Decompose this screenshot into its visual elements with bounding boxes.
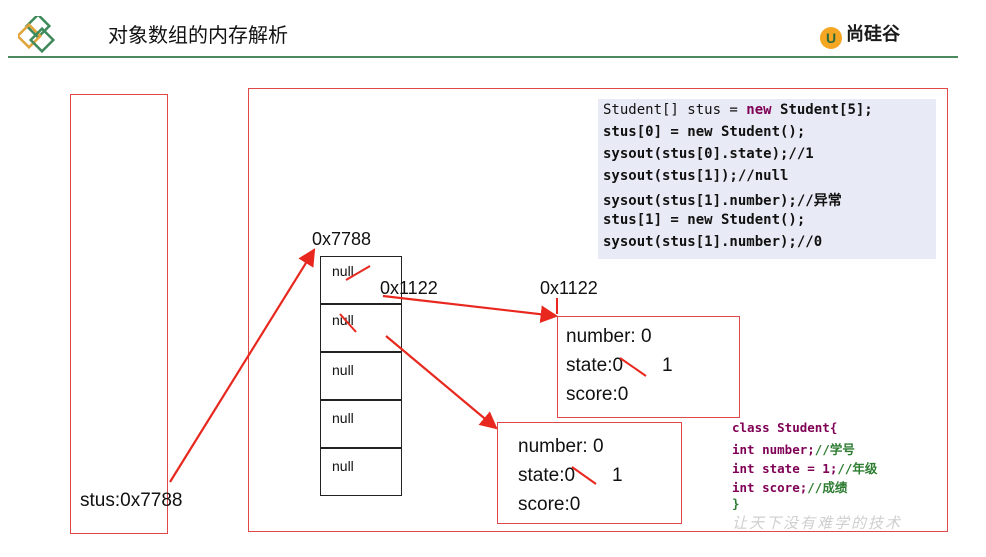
stack-variable-label: stus:0x7788: [80, 490, 183, 511]
header-divider: [8, 56, 958, 58]
brand-name: 尚硅谷: [846, 24, 900, 44]
array-address-label: 0x7788: [312, 229, 372, 249]
code-line-7: sysout(stus[1].number);//0: [603, 234, 823, 250]
code-line-5: sysout(stus[1].number);//异常: [603, 193, 842, 209]
cell1-strike-mark: [339, 313, 357, 333]
class-def-line-5: }: [732, 496, 740, 511]
object-a-state-new: 1: [662, 355, 673, 376]
cell0-to-object-a-arrow: [382, 294, 559, 323]
array-cell-2: [320, 352, 402, 400]
brand-mark-icon: U: [820, 27, 842, 49]
stack-to-array-arrow: [169, 248, 316, 483]
heap-region: [248, 88, 948, 532]
array-cell-value: null: [332, 263, 354, 279]
watermark-text: 让天下没有难学的技术: [732, 515, 903, 532]
cell0-strike-mark: [345, 265, 371, 281]
object-a-number: number: 0: [566, 326, 652, 347]
array-cell-value: null: [332, 458, 354, 474]
student-object-a: [557, 316, 740, 418]
page-title: 对象数组的内存解析: [108, 25, 288, 47]
cell1-to-object-b-arrow: [385, 335, 498, 430]
cell0-reference-label: 0x1122: [380, 278, 438, 298]
code-line-4: sysout(stus[1]);//null: [603, 168, 789, 184]
object-b-state-strike-mark: [571, 466, 597, 485]
code-line-1: Student[] stus = new Student[5];: [603, 102, 873, 118]
array-cell-3: [320, 400, 402, 448]
class-def-line-1: class Student{: [732, 420, 838, 435]
code-line-3: sysout(stus[0].state);//1: [603, 146, 814, 162]
class-def-line-2: int number;//学号: [732, 442, 855, 457]
object-a-state-strike-mark: [619, 357, 647, 377]
array-cell-1: [320, 304, 402, 352]
class-def-line-4: int score;//成绩: [732, 480, 848, 495]
object-b-score: score:0: [518, 494, 581, 515]
array-cell-value: null: [332, 362, 354, 378]
object-b-state-new: 1: [612, 465, 623, 486]
class-def-line-3: int state = 1;//年级: [732, 461, 878, 476]
diamond-logo-icon: [18, 16, 56, 54]
object-a-address-label: 0x1122: [540, 278, 598, 298]
code-line-6: stus[1] = new Student();: [603, 212, 806, 228]
code-panel: [598, 99, 936, 259]
array-cell-4: [320, 448, 402, 496]
student-object-b: [497, 422, 682, 524]
object-a-state-old: state:0: [566, 355, 624, 376]
object-b-state-old: state:0: [518, 465, 576, 486]
object-a-score: score:0: [566, 384, 629, 405]
stack-region: [70, 94, 168, 534]
object-b-number: number: 0: [518, 436, 604, 457]
array-cell-value: null: [332, 410, 354, 426]
code-line-2: stus[0] = new Student();: [603, 124, 806, 140]
